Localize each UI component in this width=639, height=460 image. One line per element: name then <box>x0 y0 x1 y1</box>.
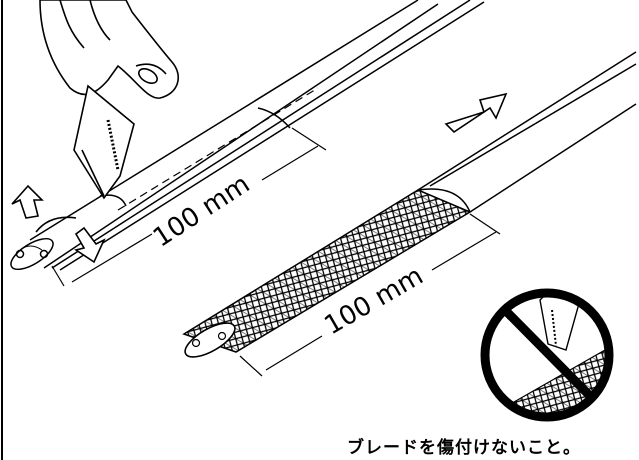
hand-with-knife-icon <box>39 0 180 200</box>
prohibition-icon <box>480 288 614 422</box>
direction-arrow-icon <box>444 92 508 134</box>
bottom-cable-end <box>184 322 236 358</box>
caution-caption: ブレードを傷付けないこと。 <box>347 438 581 458</box>
peel-arrow-icon <box>11 184 106 264</box>
bottom-dimension <box>239 213 501 377</box>
top-cable-end <box>10 237 54 271</box>
bottom-cable-sheath <box>417 51 637 213</box>
top-dimension <box>51 127 327 287</box>
top-cable <box>10 0 485 271</box>
braided-shield <box>182 189 472 358</box>
cut-line <box>117 87 319 211</box>
